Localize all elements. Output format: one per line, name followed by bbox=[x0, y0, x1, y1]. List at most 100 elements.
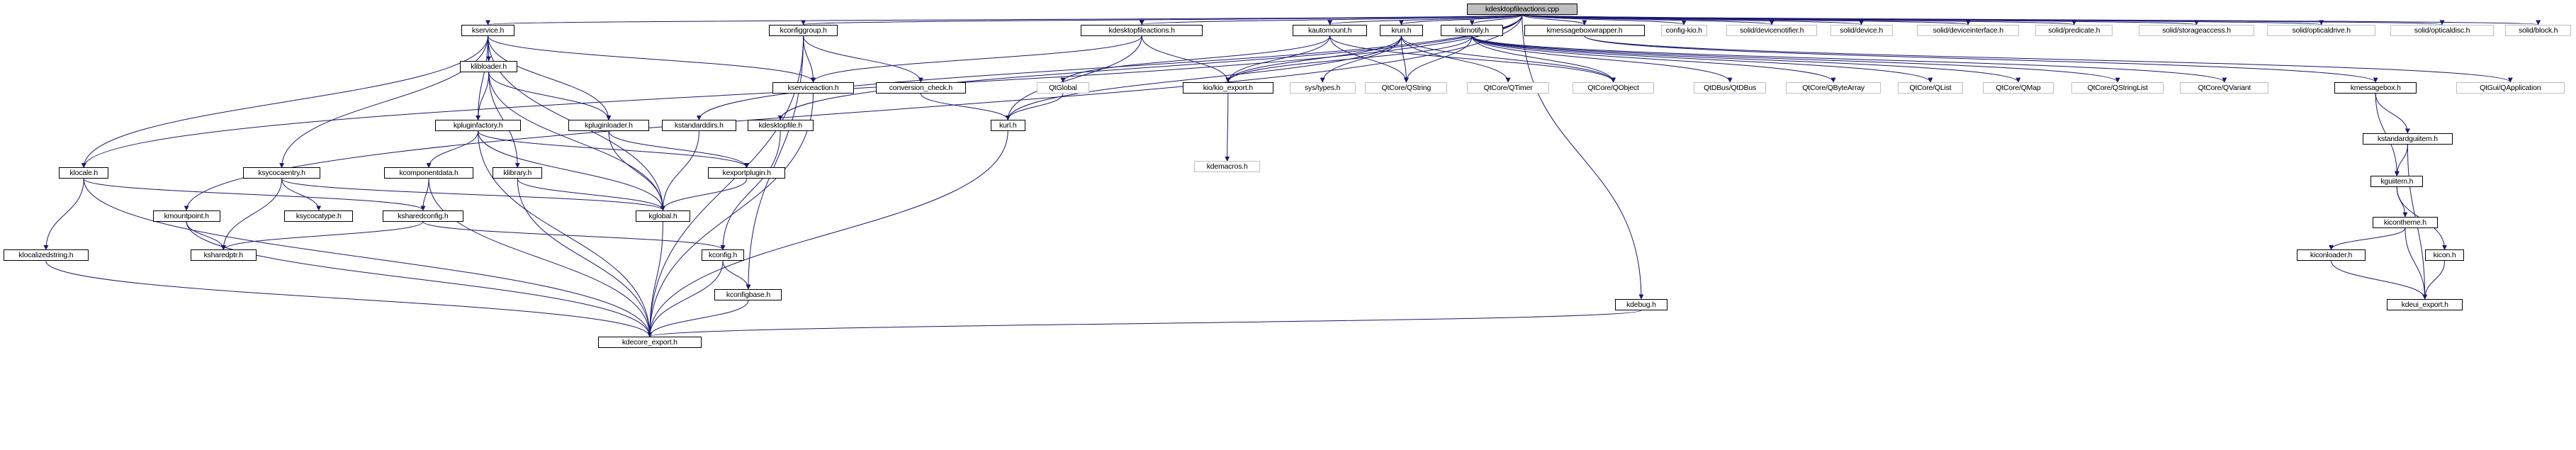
node-root[interactable]: kdesktopfileactions.cpp bbox=[1467, 3, 1577, 15]
node-kexportplugin[interactable]: kexportplugin.h bbox=[708, 167, 786, 179]
edge-klibloader-to-kpluginloader bbox=[488, 72, 612, 120]
node-kglobal[interactable]: kglobal.h bbox=[636, 210, 690, 222]
node-ksharedptr[interactable]: ksharedptr.h bbox=[190, 249, 257, 261]
edge-kpluginloader-to-kglobal bbox=[608, 131, 665, 211]
edge-kautomount-to-qtglobal bbox=[1060, 35, 1331, 83]
node-kdeui-export[interactable]: kdeui_export.h bbox=[2387, 298, 2463, 310]
node-kicontheme[interactable]: kicontheme.h bbox=[2372, 216, 2439, 228]
node-kdirnotify[interactable]: kdirnotify.h bbox=[1441, 24, 1504, 36]
edge-kautomount-to-qobject bbox=[1329, 35, 1616, 83]
edge-kio-export-to-kdemacros bbox=[1225, 93, 1230, 162]
edge-ksharedconfig-to-ksharedptr bbox=[220, 221, 424, 250]
edge-root-to-kmountpoint bbox=[184, 14, 1523, 211]
node-kservice[interactable]: kservice.h bbox=[461, 24, 514, 36]
edge-kdebug-to-kdecore-export bbox=[647, 310, 1642, 337]
edge-root-to-kdebug bbox=[1522, 14, 1644, 300]
edge-kdirnotify-to-qobject bbox=[1471, 35, 1616, 83]
edge-kconfiggroup-to-kserviceaction bbox=[803, 35, 816, 83]
node-qmap: QtCore/QMap bbox=[1983, 81, 2054, 94]
edge-kdirnotify-to-qtdbus bbox=[1471, 35, 1733, 83]
node-klibrary[interactable]: klibrary.h bbox=[493, 167, 543, 179]
edge-kpluginfactory-to-kcomponentdata bbox=[426, 131, 479, 169]
edge-root-to-kdirnotify bbox=[1469, 14, 1523, 26]
edge-kconfig-to-kconfigbase bbox=[722, 261, 751, 290]
edge-klocale-to-klocalizedstring bbox=[43, 179, 84, 250]
edge-kicon-to-kdeui-export bbox=[2422, 261, 2446, 300]
edge-root-to-kservice bbox=[486, 14, 1523, 26]
edge-kdesktopfileactions-h-to-kio-export bbox=[1141, 35, 1231, 83]
node-solid-opticaldisc: solid/opticaldisc.h bbox=[2390, 24, 2495, 36]
edge-kcomponentdata-to-ksharedconfig bbox=[420, 179, 429, 211]
edge-klibrary-to-kdecore-export bbox=[517, 179, 653, 337]
node-kstandardguiitem[interactable]: kstandardguiitem.h bbox=[2362, 133, 2453, 145]
node-kconfiggroup[interactable]: kconfiggroup.h bbox=[768, 24, 838, 36]
edge-klibloader-to-klibrary bbox=[488, 72, 520, 169]
node-solid-block: solid/block.h bbox=[2505, 24, 2572, 36]
node-kdemacros: kdemacros.h bbox=[1194, 161, 1261, 173]
node-kmessagebox[interactable]: kmessagebox.h bbox=[2334, 81, 2417, 94]
edge-ksharedconfig-to-kconfig bbox=[422, 221, 726, 250]
edge-kconfig-to-kdecore-export bbox=[647, 261, 724, 337]
edge-kautomount-to-qstring bbox=[1329, 35, 1409, 83]
node-kcomponentdata[interactable]: kcomponentdata.h bbox=[384, 167, 473, 179]
node-kpluginloader[interactable]: kpluginloader.h bbox=[568, 120, 649, 132]
edge-ksycocaentry-to-ksharedptr bbox=[220, 179, 283, 250]
node-kdecore-export[interactable]: kdecore_export.h bbox=[597, 337, 702, 349]
edge-kserviceaction-to-kdecore-export bbox=[647, 93, 814, 337]
edge-kmountpoint-to-ksharedptr bbox=[186, 221, 226, 250]
edge-kservice-to-kserviceaction bbox=[488, 35, 816, 83]
node-ksharedconfig[interactable]: ksharedconfig.h bbox=[383, 210, 463, 222]
edge-kstandardguiitem-to-kguiitem bbox=[2394, 144, 2408, 176]
node-kurl[interactable]: kurl.h bbox=[990, 120, 1025, 132]
node-kserviceaction[interactable]: kserviceaction.h bbox=[772, 81, 855, 94]
node-qbytearray: QtCore/QByteArray bbox=[1785, 81, 1882, 94]
node-kconfigbase[interactable]: kconfigbase.h bbox=[714, 288, 782, 300]
edge-kservice-to-kpluginloader bbox=[488, 35, 612, 120]
node-qstring: QtCore/QString bbox=[1365, 81, 1448, 94]
node-config-kio: config-kio.h bbox=[1660, 24, 1707, 36]
node-conversion-check[interactable]: conversion_check.h bbox=[875, 81, 967, 94]
node-kmessageboxwrapper[interactable]: kmessageboxwrapper.h bbox=[1524, 24, 1645, 36]
node-kdebug[interactable]: kdebug.h bbox=[1614, 298, 1667, 310]
node-kmountpoint[interactable]: kmountpoint.h bbox=[152, 210, 220, 222]
edge-klocale-to-kdecore-export bbox=[83, 179, 653, 337]
edge-root-to-config-kio bbox=[1522, 14, 1687, 26]
node-qvariant: QtCore/QVariant bbox=[2180, 81, 2269, 94]
node-kautomount[interactable]: kautomount.h bbox=[1293, 24, 1367, 36]
edge-ksycocaentry-to-ksycocatype bbox=[281, 179, 322, 211]
edge-kpluginfactory-to-kdecore-export bbox=[478, 131, 653, 337]
node-kdesktopfile[interactable]: kdesktopfile.h bbox=[747, 120, 814, 132]
edge-kcomponentdata-to-kdecore-export bbox=[428, 179, 653, 337]
node-kconfig[interactable]: kconfig.h bbox=[701, 249, 745, 261]
node-kguiitem[interactable]: kguiitem.h bbox=[2370, 175, 2424, 187]
node-kio-export[interactable]: kio/kio_export.h bbox=[1183, 81, 1273, 94]
edge-kservice-to-ksycocaentry bbox=[279, 35, 489, 169]
edge-root-to-kconfiggroup bbox=[802, 14, 1523, 26]
node-klibloader[interactable]: klibloader.h bbox=[460, 60, 518, 72]
edge-klocalizedstring-to-kdecore-export bbox=[45, 261, 653, 337]
node-ksycocaentry[interactable]: ksycocaentry.h bbox=[243, 167, 321, 179]
edge-kmountpoint-to-kdecore-export bbox=[186, 221, 653, 337]
edge-krun-to-sys-types bbox=[1320, 35, 1402, 83]
node-krun[interactable]: krun.h bbox=[1380, 24, 1423, 36]
edge-kservice-to-klocale bbox=[81, 35, 489, 169]
edge-kpluginfactory-to-kglobal bbox=[478, 131, 665, 211]
node-qlist: QtCore/QList bbox=[1897, 81, 1964, 94]
edge-root-to-kmessageboxwrapper bbox=[1522, 14, 1587, 26]
node-kstandarddirs[interactable]: kstandarddirs.h bbox=[662, 120, 736, 132]
node-solid-storageaccess: solid/storageaccess.h bbox=[2139, 24, 2254, 36]
edge-root-to-kdesktopfileactions-h bbox=[1140, 14, 1523, 26]
edge-krun-to-kurl bbox=[1005, 35, 1402, 120]
edge-kurl-to-kdecore-export bbox=[647, 131, 1008, 337]
edge-krun-to-qobject bbox=[1400, 35, 1616, 83]
node-kicon[interactable]: kicon.h bbox=[2424, 249, 2465, 261]
node-kdesktopfileactions-h[interactable]: kdesktopfileactions.h bbox=[1081, 24, 1203, 36]
node-klocalizedstring[interactable]: klocalizedstring.h bbox=[3, 249, 89, 261]
node-kpluginfactory[interactable]: kpluginfactory.h bbox=[435, 120, 521, 132]
edge-kdirnotify-to-qstring bbox=[1403, 35, 1473, 83]
edge-kpluginloader-to-kexportplugin bbox=[608, 131, 750, 169]
node-solid-deviceinterface: solid/deviceinterface.h bbox=[1917, 24, 2020, 36]
node-kiconloader[interactable]: kiconloader.h bbox=[2296, 249, 2366, 261]
node-ksycocatype[interactable]: ksycocatype.h bbox=[284, 210, 354, 222]
node-klocale[interactable]: klocale.h bbox=[59, 167, 108, 179]
